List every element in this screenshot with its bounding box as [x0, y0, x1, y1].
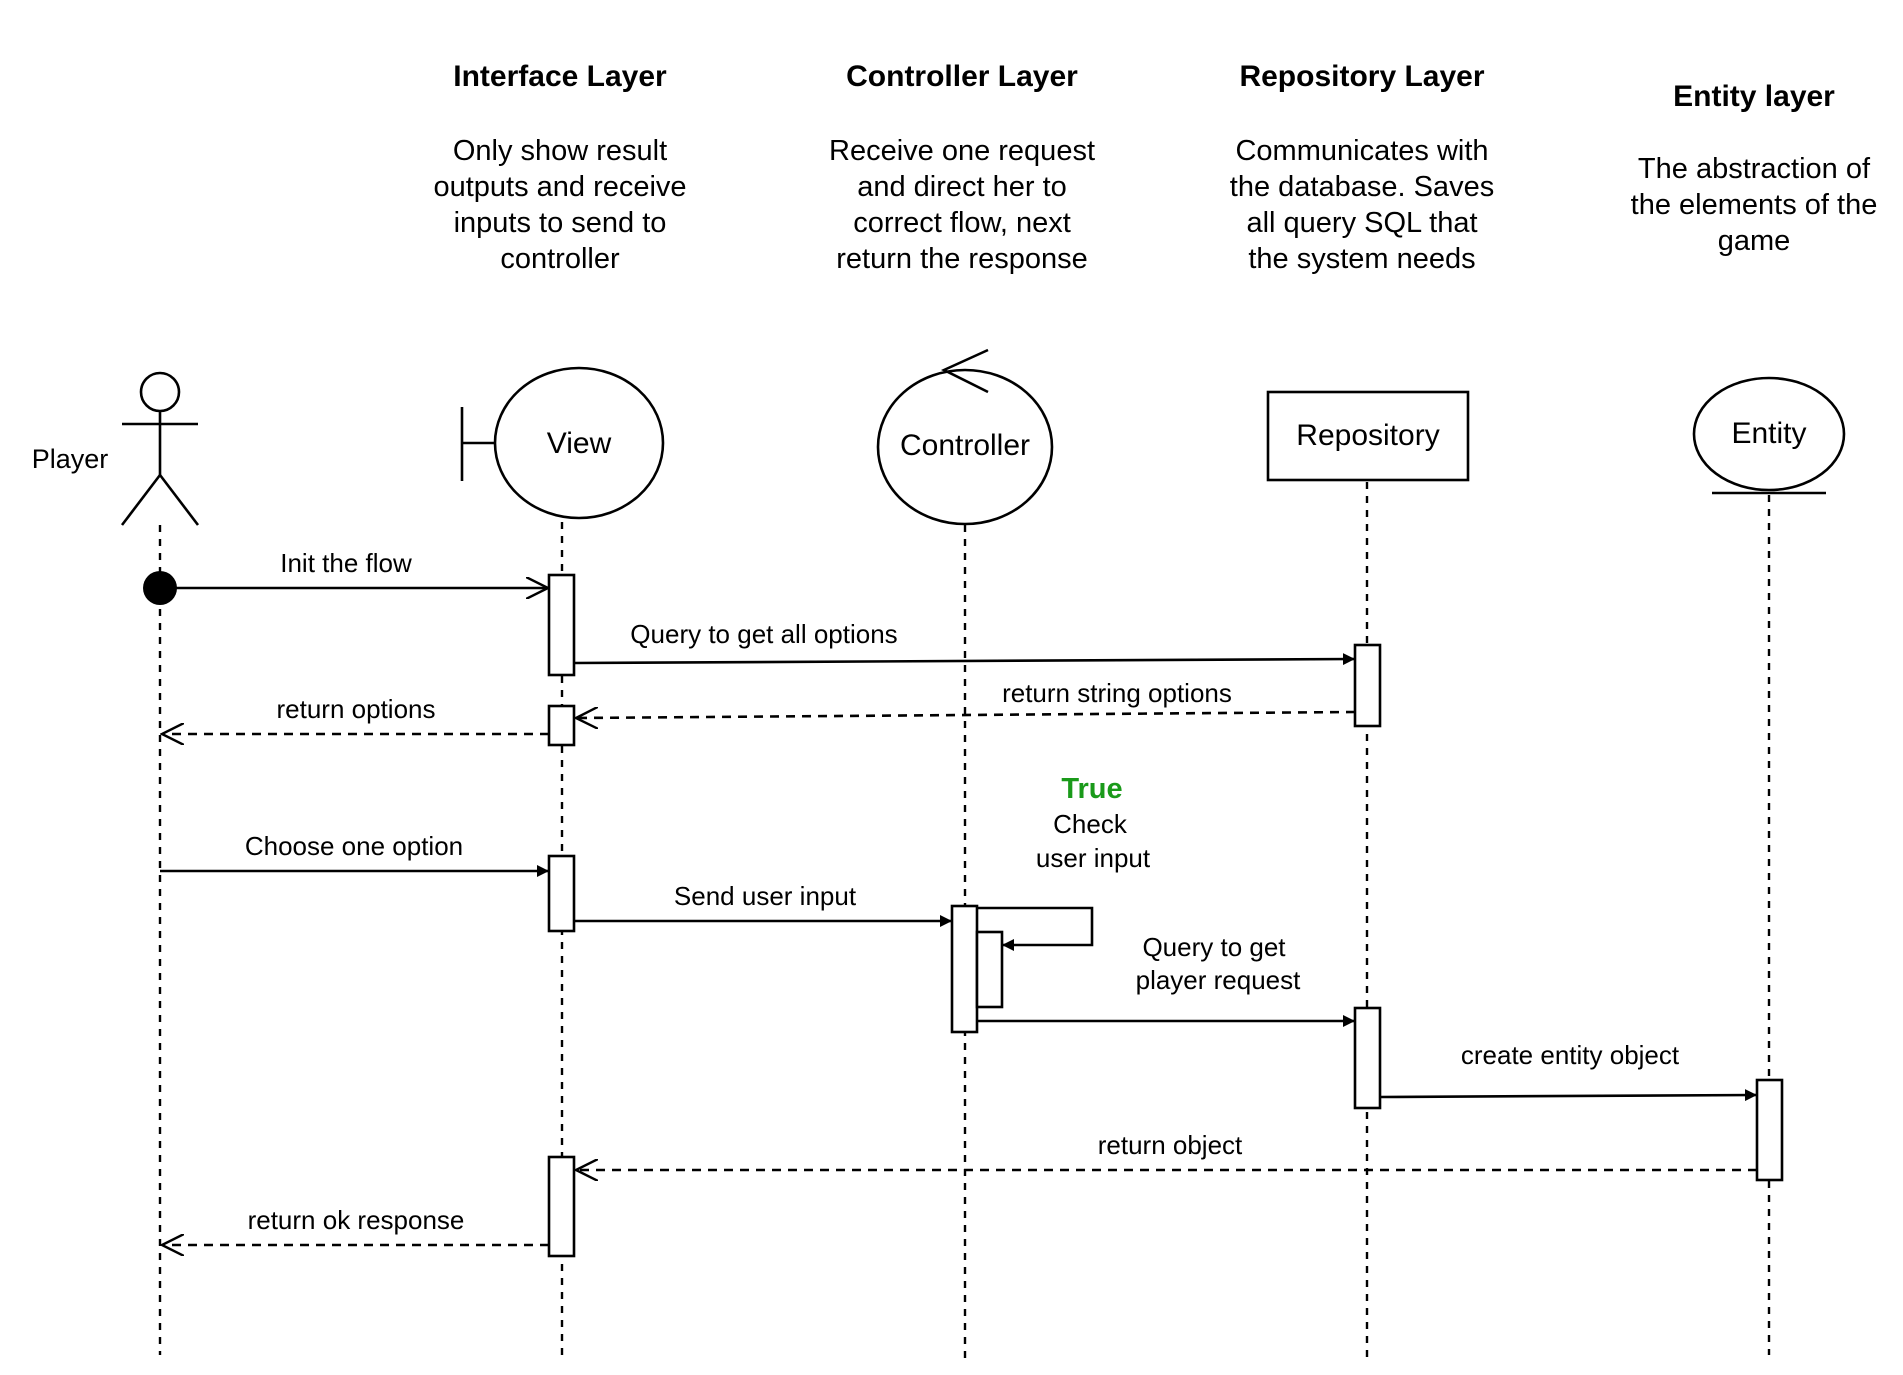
control-arrow-icon	[940, 348, 989, 394]
message-query-player-request: Query to get player request	[977, 932, 1355, 1027]
message-return-string-options: return string options	[576, 678, 1356, 718]
entity-layer-desc-2: the elements of the	[1631, 189, 1878, 221]
view-activation-3	[547, 854, 576, 933]
query-player-label-line2: player request	[1136, 965, 1302, 995]
message-check-input: True Check user input	[977, 773, 1151, 951]
query-player-label-line1: Query to get	[1142, 932, 1286, 962]
interface-layer-desc-3: inputs to send to	[454, 207, 667, 239]
message-label: Query to get all options	[630, 619, 897, 649]
interface-layer-title: Interface Layer	[453, 60, 667, 93]
repository-layer-header: Repository Layer Communicates with the d…	[1230, 60, 1494, 275]
controller-layer-title: Controller Layer	[846, 60, 1078, 93]
message-query-options: Query to get all options	[573, 619, 1355, 666]
message-return-object: return object	[576, 1130, 1757, 1170]
repository-layer-desc-2: the database. Saves	[1230, 171, 1494, 203]
check-label-line1: Check	[1053, 809, 1128, 839]
player-actor: Player	[32, 371, 200, 526]
view-label: View	[547, 427, 612, 460]
interface-layer-header: Interface Layer Only show result outputs…	[433, 60, 686, 275]
message-label: return ok response	[248, 1205, 465, 1235]
entity-layer-desc-1: The abstraction of	[1638, 153, 1871, 185]
interface-layer-desc-4: controller	[500, 243, 620, 275]
interface-layer-desc-1: Only show result	[453, 135, 667, 167]
controller-layer-desc-3: correct flow, next	[853, 207, 1071, 239]
message-choose-option: Choose one option	[160, 831, 549, 877]
message-label: return object	[1098, 1130, 1243, 1160]
entity-layer-title: Entity layer	[1673, 80, 1835, 113]
view-boundary: View	[460, 366, 665, 520]
entity-activation	[1755, 1078, 1784, 1182]
true-guard-label: True	[1061, 773, 1122, 805]
repository-layer-desc-4: the system needs	[1248, 243, 1475, 275]
repository-activation-1	[1353, 643, 1382, 728]
message-return-options: return options	[162, 694, 549, 734]
view-activation-1	[547, 573, 576, 677]
message-label: Init the flow	[280, 548, 412, 578]
controller-layer-desc-2: and direct her to	[857, 171, 1067, 203]
controller-self-activation	[975, 930, 1004, 1009]
message-send-input: Send user input	[574, 881, 952, 927]
message-label: Send user input	[674, 881, 857, 911]
message-return-ok: return ok response	[162, 1205, 549, 1245]
check-label-line2: user input	[1036, 843, 1151, 873]
entity-layer-header: Entity layer The abstraction of the elem…	[1631, 80, 1878, 257]
repository-label: Repository	[1296, 419, 1439, 452]
controller-label: Controller	[900, 429, 1030, 462]
view-activation-2	[547, 704, 576, 747]
message-label: return options	[277, 694, 436, 724]
entity-layer-desc-3: game	[1718, 225, 1791, 257]
view-activation-4	[547, 1155, 576, 1258]
entity-circle: Entity	[1692, 376, 1846, 495]
repository-layer-title: Repository Layer	[1239, 60, 1484, 93]
message-label: create entity object	[1461, 1040, 1680, 1070]
repository-box: Repository	[1266, 390, 1470, 482]
controller-layer-desc-1: Receive one request	[829, 135, 1095, 167]
controller-layer-desc-4: return the response	[836, 243, 1087, 275]
controller-activation	[950, 904, 979, 1034]
message-label: Choose one option	[245, 831, 463, 861]
controller-layer-header: Controller Layer Receive one request and…	[829, 60, 1095, 275]
repository-layer-desc-3: all query SQL that	[1246, 207, 1477, 239]
player-label: Player	[32, 444, 109, 474]
repository-activation-2	[1353, 1006, 1382, 1110]
message-label: return string options	[1002, 678, 1232, 708]
controller-control: Controller	[876, 348, 1054, 526]
entity-label: Entity	[1731, 417, 1806, 450]
interface-layer-desc-2: outputs and receive	[433, 171, 686, 203]
message-create-entity: create entity object	[1379, 1040, 1757, 1102]
initial-state-icon	[143, 571, 177, 605]
actor-head-icon	[139, 371, 181, 413]
message-init-flow: Init the flow	[143, 548, 548, 605]
repository-layer-desc-1: Communicates with	[1235, 135, 1488, 167]
